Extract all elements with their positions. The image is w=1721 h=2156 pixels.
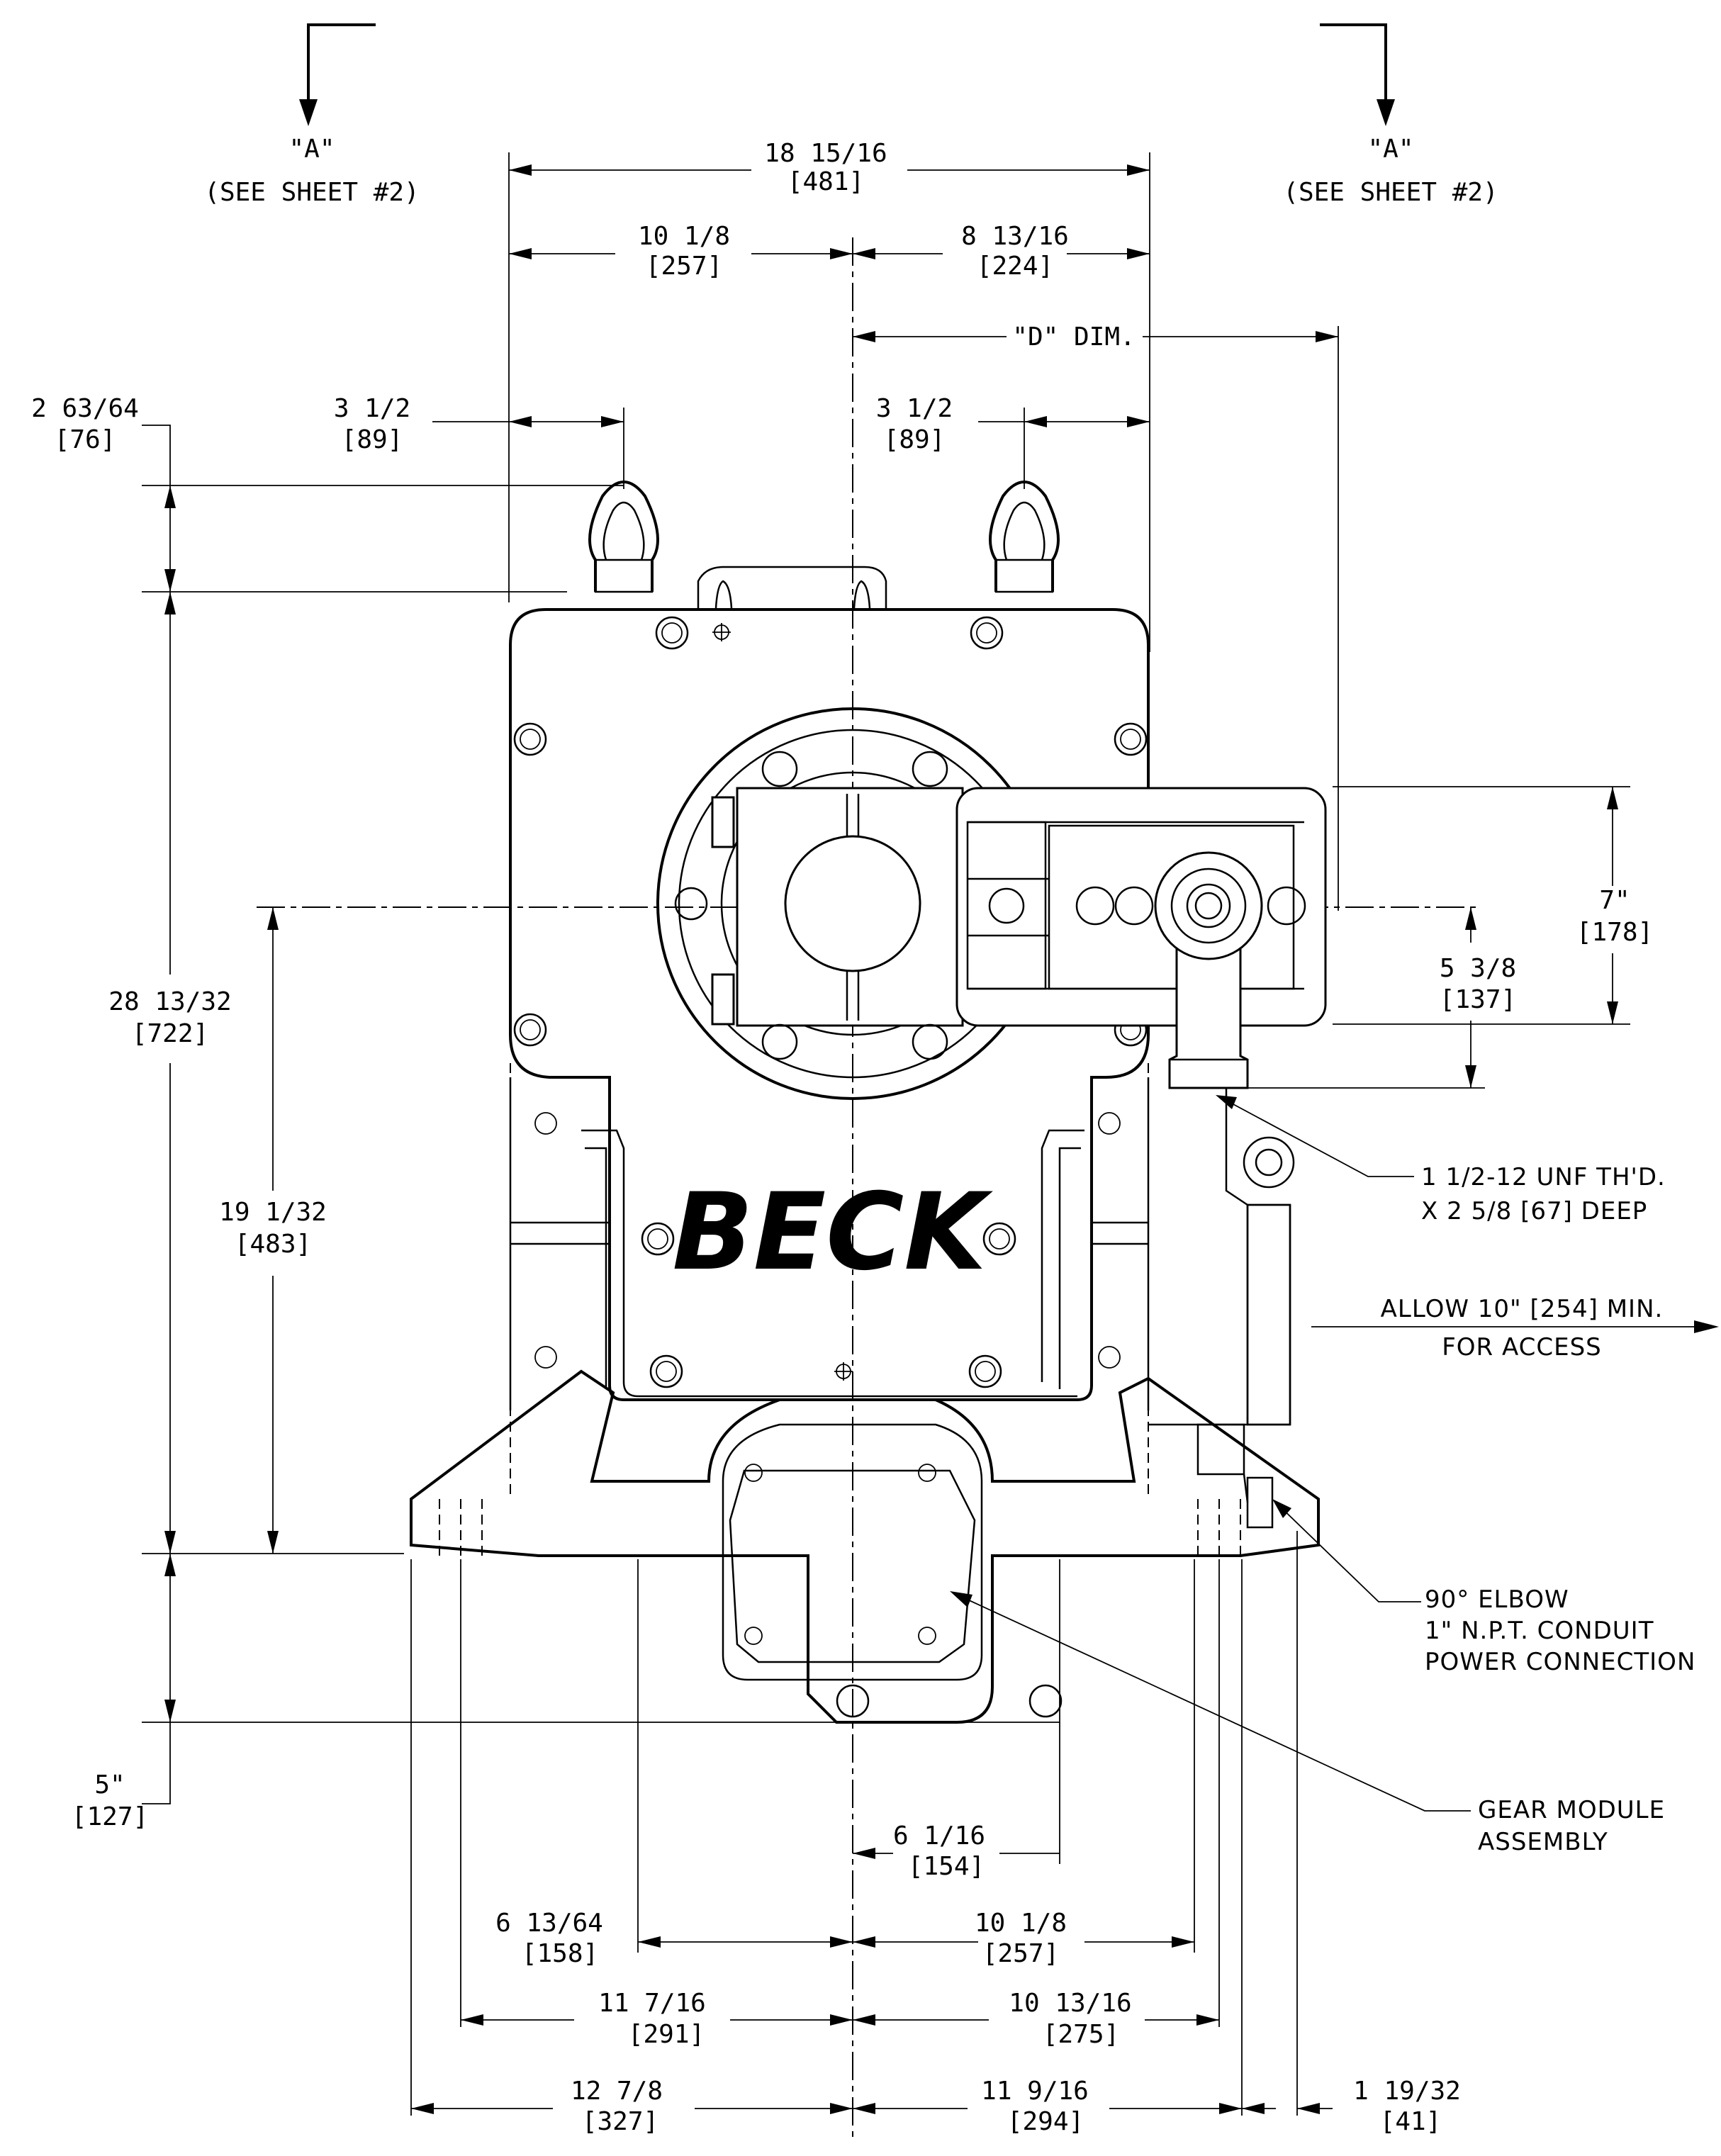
dim-overall-height-mm: [722] [132,1019,208,1048]
dim-crank-offset-in: 5 3/8 [1440,954,1516,983]
side-enclosure [1148,1088,1295,1426]
section-ref-right: (SEE SHEET #2) [1283,178,1498,207]
dim-lift-height [142,425,624,593]
rib-right [1041,1129,1084,1382]
rod-end [1154,851,1263,1089]
dim-shaft-height-in: 19 1/32 [219,1198,327,1227]
dim-base-drop-in: 5" [94,1770,125,1800]
dim-lift-left-mm: [89] [342,425,403,454]
dim-overall-height-in: 28 13/32 [108,987,231,1016]
dim-left-to-cl-mm: [257] [646,252,722,281]
section-arrow-left [299,23,376,126]
beck-logo: BECK [672,1171,993,1294]
dim-base-mid-left-mm: [291] [628,2020,705,2049]
base-dashed-slots [439,1063,1241,1556]
dim-lift-height-mm: [76] [55,425,116,454]
leader-gear-module [950,1591,1471,1812]
note-thread-line2: X 2 5/8 [67] DEEP [1421,1197,1647,1225]
dim-d [853,326,1339,911]
section-label-left: "A" [288,135,335,164]
dim-cl-to-right-mm: [224] [977,252,1053,281]
dim-conduit-offset [1242,2103,1333,2114]
rib-left [581,1129,1077,1398]
dim-base-inner [638,1936,1194,1948]
conduit-elbow [1196,1423,1274,1529]
note-access-line1: ALLOW 10" [254] MIN. [1381,1295,1664,1323]
dim-overall-width-in: 18 15/16 [764,139,887,168]
dim-cl-to-right [853,248,1150,259]
dim-overall-width-mm: [481] [787,167,864,196]
dim-gear-offset-in: 6 1/16 [893,1821,985,1851]
dim-crank-height-mm: [178] [1576,918,1653,947]
dim-base-inner-right-mm: [257] [982,1939,1059,1968]
note-gear-line2: ASSEMBLY [1478,1828,1608,1856]
dim-base-drop [142,1554,1060,1804]
dim-crank-offset [1248,907,1485,1089]
dim-base-outer-left-mm: [327] [582,2107,658,2136]
gear-module-cover [729,1469,976,1663]
note-elbow-line2: 1" N.P.T. CONDUIT [1425,1617,1654,1645]
dim-shaft-height [267,907,279,1554]
dim-base-outer [411,2103,1242,2114]
crank-bolts [674,751,1306,1060]
dim-lift-height-in: 2 63/64 [31,394,139,423]
dim-lift-left [432,408,624,489]
dim-base-mid-right-in: 10 13/16 [1009,1989,1131,2018]
dim-lift-right-mm: [89] [884,425,946,454]
note-elbow-line3: POWER CONNECTION [1425,1648,1695,1676]
note-thread-line1: 1 1/2-12 UNF TH'D. [1421,1163,1666,1191]
dim-conduit-offset-mm: [41] [1380,2107,1442,2136]
dim-d-label: "D" DIM. [1012,322,1135,352]
dim-crank-height-in: 7" [1599,886,1630,915]
dim-crank-offset-mm: [137] [1440,985,1516,1014]
dim-crank-height [1333,786,1630,1025]
dim-left-to-cl-in: 10 1/8 [638,222,730,251]
note-elbow-line1: 90° ELBOW [1425,1585,1569,1614]
dim-base-inner-left-in: 6 13/64 [495,1909,603,1938]
lifting-eye-left [588,481,659,593]
dim-cl-to-right-in: 8 13/16 [961,222,1069,251]
output-shaft [784,835,921,972]
dim-base-mid-left-in: 11 7/16 [598,1989,706,2018]
dim-base-outer-right-mm: [294] [1007,2107,1084,2136]
section-ref-left: (SEE SHEET #2) [204,178,419,207]
top-cover-bump [697,566,887,610]
note-access-line2: FOR ACCESS [1442,1333,1602,1361]
dim-overall-width [508,152,1150,652]
crank-arm [736,787,1327,1027]
dim-base-inner-left-mm: [158] [522,1939,598,1968]
section-arrow-right [1320,23,1395,126]
main-housing [509,608,1150,1401]
housing-bolts [513,616,1148,1388]
bottom-extension-lines [410,1531,1298,2116]
section-label-right: "A" [1367,135,1413,164]
dim-base-outer-left-in: 12 7/8 [571,2077,663,2106]
access-arrow [1311,1320,1719,1333]
leader-thread [1216,1095,1414,1177]
dim-base-drop-mm: [127] [72,1802,148,1831]
leader-elbow [1272,1499,1421,1602]
dim-lift-left-in: 3 1/2 [334,394,410,423]
dim-gear-offset [853,1848,1060,1859]
dim-base-mid [461,2014,1219,2026]
lifting-eye-right [989,481,1060,593]
note-gear-line1: GEAR MODULE [1478,1796,1665,1824]
base-plate [410,1369,1320,1724]
dim-base-inner-right-in: 10 1/8 [975,1909,1067,1938]
gear-cover-screws [744,1464,1063,1718]
dim-lift-right-in: 3 1/2 [876,394,953,423]
dim-conduit-offset-in: 1 19/32 [1353,2077,1461,2106]
dim-base-outer-right-in: 11 9/16 [981,2077,1089,2106]
dim-left-to-cl [509,248,853,259]
dim-lift-right [978,408,1150,489]
dim-base-mid-right-mm: [275] [1043,2020,1119,2049]
dim-shaft-height-mm: [483] [235,1230,311,1259]
dim-gear-offset-mm: [154] [908,1852,985,1881]
